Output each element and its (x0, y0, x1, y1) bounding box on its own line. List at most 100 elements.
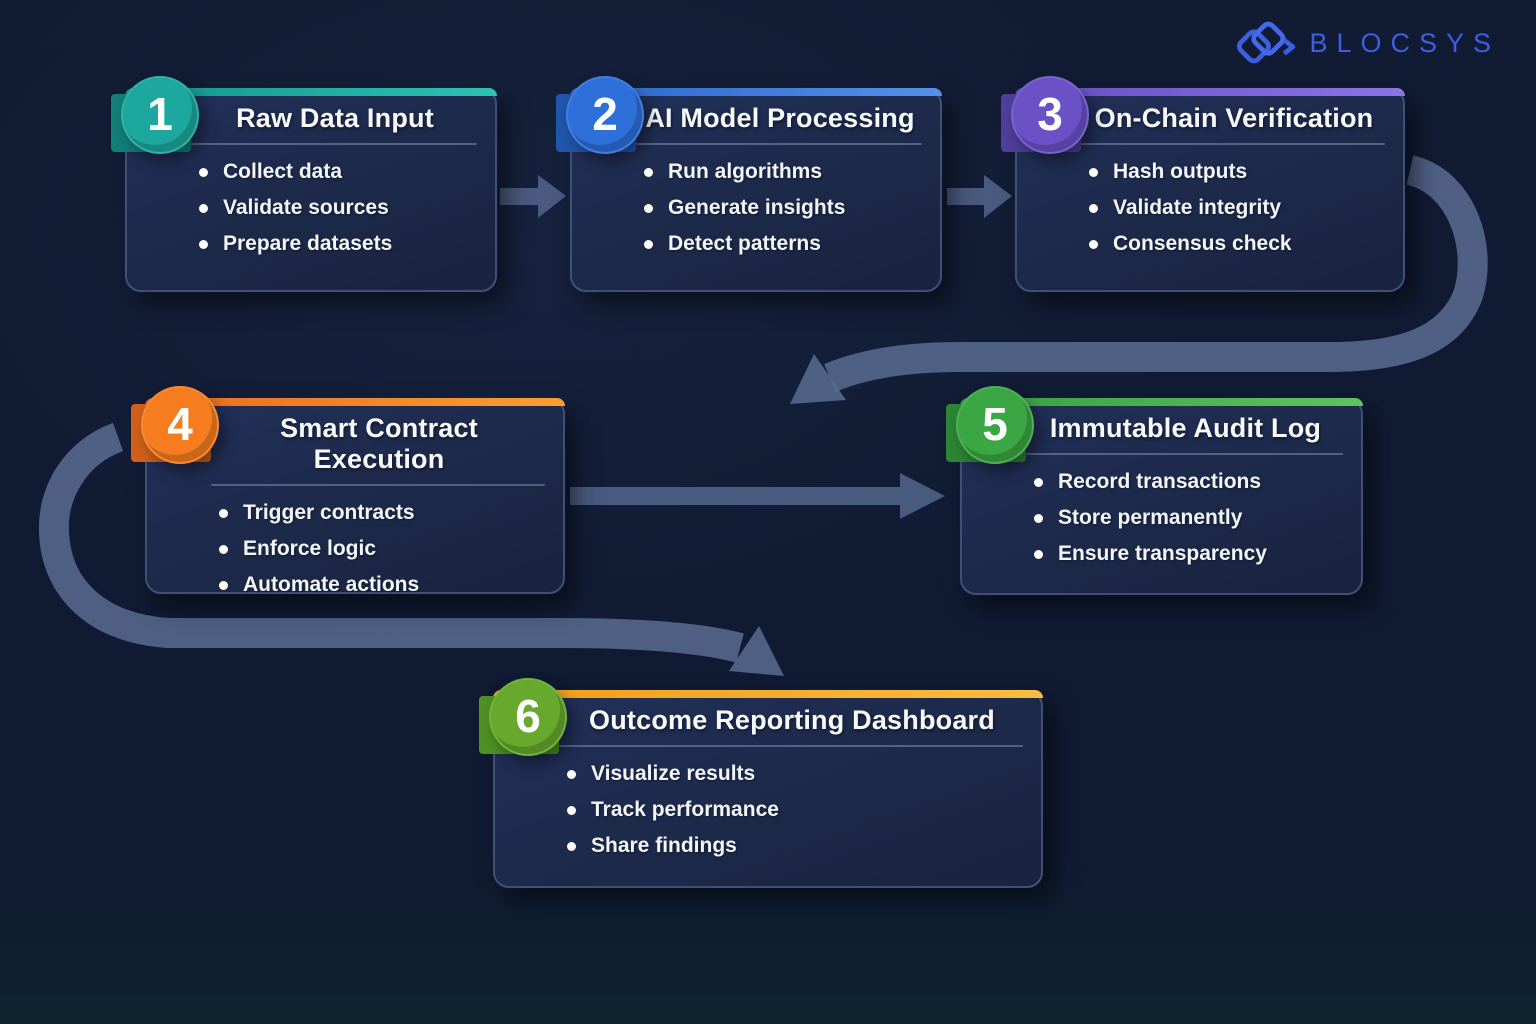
bullet-text: Enforce logic (243, 537, 377, 560)
bullet-dot (219, 580, 228, 590)
arrow-step4-step5-icon (570, 473, 945, 519)
background-floor-tint (0, 954, 1536, 1024)
title-divider (191, 143, 477, 145)
bullet-dot (567, 805, 576, 815)
bullet-dot (1034, 477, 1043, 487)
bullet-list: Collect data Validate sources Prepare da… (199, 160, 495, 256)
arrow-step3-to-row2-head-icon (790, 354, 846, 404)
bullet-text: Store permanently (1058, 506, 1243, 529)
step-title: Outcome Reporting Dashboard (589, 705, 995, 735)
brand-name: BLOCSYS (1309, 27, 1500, 58)
bullet-text: Validate integrity (1113, 196, 1282, 219)
step-card-on-chain-verification: 3 On-Chain Verification Hash outputs Val… (1001, 76, 1405, 292)
bullet-text: Visualize results (591, 762, 756, 785)
bullet-text: Consensus check (1113, 232, 1292, 255)
step-title: Raw Data Input (236, 103, 434, 133)
title-divider (211, 484, 545, 486)
bullet-text: Prepare datasets (223, 232, 393, 255)
step-number-badge: 2 (566, 76, 644, 154)
step-title: Immutable Audit Log (1049, 413, 1322, 443)
bullet-text: Record transactions (1058, 470, 1262, 493)
card-accent-bar (1015, 88, 1405, 96)
bullet-list: Visualize results Track performance Shar… (567, 762, 1041, 858)
bullet-item: Run algorithms (644, 160, 940, 184)
bullet-dot (1034, 513, 1043, 523)
bullet-list: Record transactions Store permanently En… (1034, 470, 1361, 566)
step-card-raw-data-input: 1 Raw Data Input Collect data Validate s… (111, 76, 497, 292)
bullet-item: Share findings (567, 834, 1041, 858)
bullet-item: Collect data (199, 160, 495, 184)
step-title: AI Model Processing (645, 103, 915, 133)
bullet-text: Trigger contracts (243, 501, 415, 524)
step-number-badge: 3 (1011, 76, 1089, 154)
bullet-list: Run algorithms Generate insights Detect … (644, 160, 940, 256)
bullet-item: Hash outputs (1089, 160, 1403, 184)
bullet-dot (567, 769, 576, 779)
bullet-text: Hash outputs (1113, 160, 1248, 183)
bullet-text: Detect patterns (668, 232, 821, 255)
bullet-dot (199, 203, 208, 213)
title-divider (559, 745, 1023, 747)
bullet-text: Ensure transparency (1058, 542, 1267, 565)
step-number-badge: 5 (956, 386, 1034, 464)
bullet-dot (1089, 239, 1098, 249)
bullet-text: Share findings (591, 834, 737, 857)
bullet-dot (644, 167, 653, 177)
bullet-list: Trigger contracts Enforce logic Automate… (219, 501, 563, 597)
bullet-item: Enforce logic (219, 537, 563, 561)
bullet-dot (644, 203, 653, 213)
bullet-item: Automate actions (219, 573, 563, 597)
title-divider (1026, 453, 1343, 455)
step-number: 6 (515, 690, 541, 742)
bullet-item: Record transactions (1034, 470, 1361, 494)
bullet-dot (1089, 167, 1098, 177)
step-title: On-Chain Verification (1094, 103, 1374, 133)
bullet-item: Detect patterns (644, 232, 940, 256)
card-accent-bar (493, 690, 1043, 698)
step-number-badge: 4 (141, 386, 219, 464)
bullet-item: Prepare datasets (199, 232, 495, 256)
bullet-dot (1034, 549, 1043, 559)
bullet-item: Validate sources (199, 196, 495, 220)
bullet-dot (219, 508, 228, 518)
brand-logo: BLOCSYS (1229, 18, 1500, 68)
step-card-ai-model-processing: 2 AI Model Processing Run algorithms Gen… (556, 76, 942, 292)
arrow-step1-step2-icon (500, 175, 566, 218)
bullet-text: Collect data (223, 160, 343, 183)
bullet-item: Track performance (567, 798, 1041, 822)
step-card-smart-contract-execution: 4 Smart Contract Execution Trigger contr… (131, 386, 565, 597)
bullet-dot (644, 239, 653, 249)
bullet-dot (219, 544, 228, 554)
card-accent-bar (960, 398, 1363, 406)
bullet-text: Validate sources (223, 196, 389, 219)
bullet-dot (199, 239, 208, 249)
arrow-step2-step3-icon (947, 175, 1012, 218)
card-accent-bar (145, 398, 565, 406)
step-number: 5 (982, 398, 1008, 450)
bullet-dot (567, 841, 576, 851)
step-title: Smart Contract Execution (280, 413, 478, 474)
step-number: 3 (1037, 88, 1063, 140)
step-card-outcome-reporting-dashboard: 6 Outcome Reporting Dashboard Visualize … (479, 678, 1043, 888)
bullet-text: Track performance (591, 798, 779, 821)
bullet-dot (1089, 203, 1098, 213)
step-number-badge: 1 (121, 76, 199, 154)
bullet-text: Run algorithms (668, 160, 823, 183)
bullet-item: Validate integrity (1089, 196, 1403, 220)
step-card-immutable-audit-log: 5 Immutable Audit Log Record transaction… (946, 386, 1363, 595)
step-number: 4 (167, 398, 193, 450)
bullet-item: Consensus check (1089, 232, 1403, 256)
bullet-item: Visualize results (567, 762, 1041, 786)
interlocked-diamonds-icon (1237, 21, 1296, 64)
bullet-item: Trigger contracts (219, 501, 563, 525)
bullet-text: Generate insights (668, 196, 846, 219)
title-divider (1081, 143, 1385, 145)
card-accent-bar (570, 88, 942, 96)
bullet-text: Automate actions (243, 573, 420, 596)
card-accent-bar (125, 88, 497, 96)
step-number-badge: 6 (489, 678, 567, 756)
step-number: 2 (592, 88, 618, 140)
bullet-item: Ensure transparency (1034, 542, 1361, 566)
bullet-list: Hash outputs Validate integrity Consensu… (1089, 160, 1403, 256)
title-divider (636, 143, 922, 145)
